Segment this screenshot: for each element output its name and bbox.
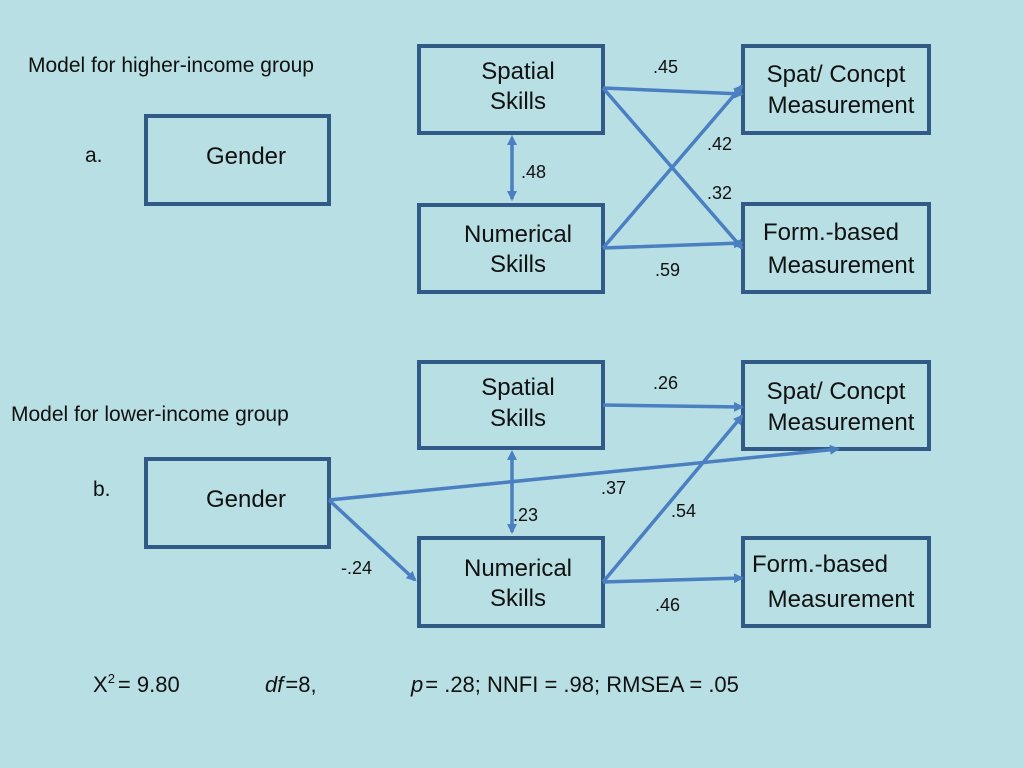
arrow-numerical-to-form-b <box>602 573 744 584</box>
df-stat: df=8, <box>265 672 317 697</box>
panel-b-letter: b. <box>93 478 111 501</box>
coef-gender-numerical-b: -.24 <box>341 558 372 578</box>
numerical-skills-box-b <box>417 536 605 628</box>
form-based-label-2-a: Measurement <box>768 252 915 279</box>
numerical-skills-box-a <box>417 203 605 294</box>
arrow-numerical-to-spat-a <box>601 84 744 250</box>
arrow-numerical-to-form-a <box>602 238 744 250</box>
coef-spatial-form-a: .32 <box>707 183 732 203</box>
arrow-spatial-to-spat-b <box>602 401 744 412</box>
coef-spatial-spat-b: .26 <box>653 373 678 393</box>
numerical-label-2-b: Skills <box>490 585 546 612</box>
panel-b: Model for lower-income group b. Gender S… <box>11 360 931 628</box>
coef-spatial-numerical-b: .23 <box>513 505 538 525</box>
spat-concpt-box-a <box>741 44 931 135</box>
arrow-gender-to-numerical-b <box>327 498 417 582</box>
arrow-spatial-to-spat-a <box>602 86 744 99</box>
gender-box-a <box>144 114 331 206</box>
panel-a-letter: a. <box>85 144 103 167</box>
chi-square-stat: X2= 9.80 <box>93 671 180 697</box>
fit-statistics: X2= 9.80 df=8, p= .28; NNFI = .98; RMSEA… <box>93 671 739 697</box>
spatial-label-1-a: Spatial <box>481 58 554 85</box>
coef-numerical-spat-a: .42 <box>707 134 732 154</box>
spatial-label-2-b: Skills <box>490 405 546 432</box>
coef-numerical-form-a: .59 <box>655 260 680 280</box>
spat-concpt-label-1-b: Spat/ Concpt <box>767 378 906 405</box>
p-nnfi-rmsea-stat: p= .28; NNFI = .98; RMSEA = .05 <box>410 672 739 697</box>
arrow-gender-to-spat-b <box>328 444 840 502</box>
form-based-label-1-a: Form.-based <box>763 219 899 246</box>
panel-b-title: Model for lower-income group <box>11 403 289 426</box>
form-based-label-1-b: Form.-based <box>752 551 888 578</box>
spat-concpt-label-2-a: Measurement <box>768 92 915 119</box>
form-based-label-2-b: Measurement <box>768 586 915 613</box>
coef-gender-spat-b: .37 <box>601 478 626 498</box>
panel-a-title: Model for higher-income group <box>28 54 314 77</box>
coef-spatial-numerical-a: .48 <box>521 162 546 182</box>
coef-numerical-spat-b: .54 <box>671 501 696 521</box>
coef-spatial-spat-a: .45 <box>653 57 678 77</box>
panel-a: Model for higher-income group a. Gender … <box>28 44 931 294</box>
gender-label-a: Gender <box>206 143 286 170</box>
spatial-label-2-a: Skills <box>490 88 546 115</box>
coef-numerical-form-b: .46 <box>655 595 680 615</box>
spat-concpt-label-1-a: Spat/ Concpt <box>767 61 906 88</box>
arrow-numerical-to-spat-b <box>601 414 744 584</box>
numerical-label-1-b: Numerical <box>464 555 572 582</box>
gender-box-b <box>144 457 331 549</box>
numerical-label-1-a: Numerical <box>464 221 572 248</box>
gender-label-b: Gender <box>206 486 286 513</box>
spat-concpt-label-2-b: Measurement <box>768 409 915 436</box>
spatial-label-1-b: Spatial <box>481 374 554 401</box>
numerical-label-2-a: Skills <box>490 251 546 278</box>
